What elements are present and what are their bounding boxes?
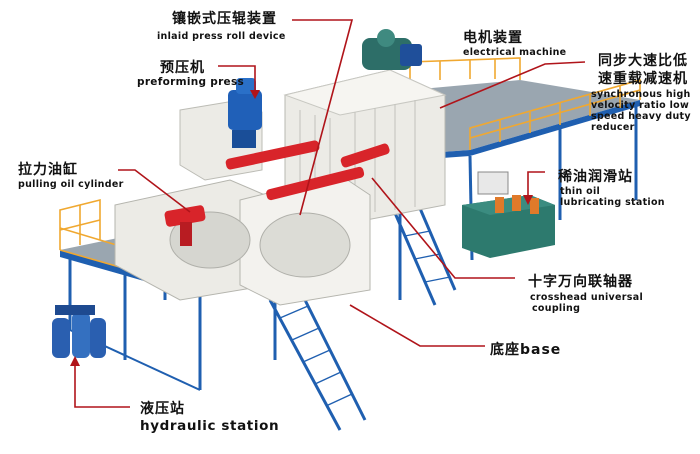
reducer-label-cn-2: 速重载减速机 [598,71,688,87]
base-label: 底座base [490,342,562,358]
lubricating-label-en-2: lubricating station [560,197,665,208]
lubricating-label-cn: 稀油润滑站 [558,169,633,185]
electric-motor [362,29,422,70]
reducer-label-en-1: synchronous high [591,89,691,100]
leader-arrowheads [70,90,533,366]
inlaid-roll-label-cn: 镶嵌式压辊装置 [172,11,277,27]
electrical-label-en: electrical machine [463,47,567,58]
inlaid-roll-label-en: inlaid press roll device [157,31,286,42]
leader-lines [74,19,586,408]
oil-cylinders [164,140,390,246]
pulling-label-en: pulling oil cylinder [18,179,124,190]
coupling-label-cn: 十字万向联轴器 [528,274,633,290]
preforming-label-en: preforming press [137,76,245,88]
press-roll-device [114,174,371,306]
lubricating-label-en-1: thin oil [560,186,601,197]
preforming-label-cn: 预压机 [160,60,205,76]
hydraulic-label-en: hydraulic station [140,418,280,434]
pulling-label-cn: 拉力油缸 [18,162,78,178]
coupling-label-en-2: coupling [532,303,581,314]
lubricating-station [462,171,555,258]
reducer-label-en-3: speed heavy duty [591,111,691,122]
electrical-label-cn: 电机装置 [463,30,523,46]
hydraulic-label-cn: 液压站 [140,401,185,417]
reducer-label-cn-1: 同步大速比低 [598,53,688,69]
reducer-label-en-2: velocity ratio low [591,100,690,111]
coupling-label-en-1: crosshead universal [530,292,644,303]
reducer-label-en-4: reducer [591,122,635,133]
hydraulic-station [52,305,106,358]
